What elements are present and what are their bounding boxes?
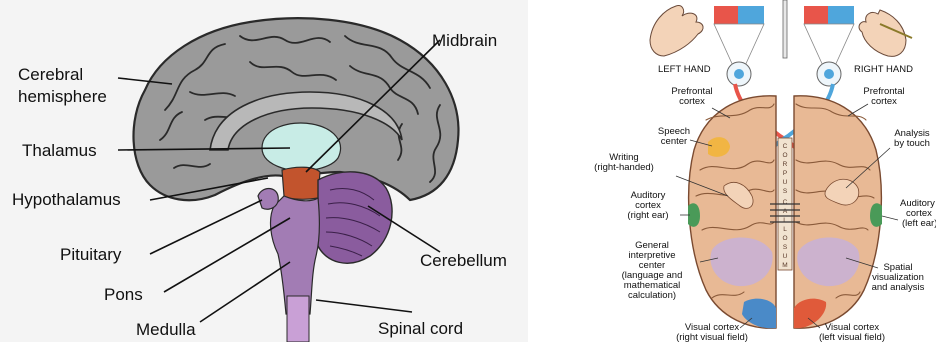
sagittal-brain-diagram: Cerebral hemisphere Thalamus Hypothalamu…	[0, 0, 528, 342]
right-visual-cone	[804, 24, 854, 68]
label-auditory-right-3: (left ear)	[902, 218, 936, 229]
label-right-hand: RIGHT HAND	[854, 64, 913, 75]
label-spinal-cord: Spinal cord	[378, 319, 463, 338]
svg-text:S: S	[783, 188, 788, 195]
left-iris-icon	[734, 69, 744, 79]
svg-text:L: L	[783, 217, 787, 224]
auditory-right-region	[870, 203, 882, 227]
svg-text:R: R	[783, 161, 788, 168]
spinal-cord-shape	[287, 296, 309, 342]
right-iris-icon	[824, 69, 834, 79]
right-visual-block-blue	[828, 6, 854, 24]
label-thalamus: Thalamus	[22, 141, 97, 160]
svg-text:O: O	[782, 235, 787, 242]
label-cerebellum: Cerebellum	[420, 251, 507, 270]
label-hypothalamus: Hypothalamus	[12, 190, 121, 209]
label-speech-2: center	[661, 136, 687, 147]
svg-text:M: M	[782, 262, 787, 269]
svg-text:C: C	[783, 143, 788, 150]
svg-text:O: O	[782, 152, 787, 159]
label-visual-left-2: (right visual field)	[676, 332, 748, 342]
label-left-hand: LEFT HAND	[658, 64, 711, 75]
left-visual-cone	[714, 24, 764, 68]
thalamus-shape	[262, 123, 340, 171]
label-pons: Pons	[104, 285, 143, 304]
svg-text:S: S	[783, 244, 788, 251]
label-pituitary: Pituitary	[60, 245, 122, 264]
label-hemisphere: hemisphere	[18, 87, 107, 106]
label-general-6: calculation)	[628, 290, 676, 301]
visual-divider	[783, 0, 787, 58]
svg-text:L: L	[783, 226, 787, 233]
left-visual-block-red	[714, 6, 738, 24]
right-hemisphere-shape	[794, 96, 881, 328]
label-analysis-2: by touch	[894, 138, 930, 149]
right-visual-block-red	[804, 6, 828, 24]
left-hemisphere-shape	[689, 96, 776, 328]
label-prefrontal-right-2: cortex	[871, 96, 897, 107]
svg-text:U: U	[783, 179, 788, 186]
label-spatial-3: and analysis	[872, 282, 925, 293]
label-midbrain: Midbrain	[432, 31, 497, 50]
label-cerebral: Cerebral	[18, 65, 83, 84]
label-writing-2: (right-handed)	[594, 162, 654, 173]
svg-text:A: A	[783, 208, 788, 215]
svg-text:U: U	[783, 253, 788, 260]
svg-text:C: C	[783, 199, 788, 206]
label-auditory-left-3: (right ear)	[627, 210, 668, 221]
left-visual-block-blue	[738, 6, 764, 24]
svg-text:P: P	[783, 170, 787, 177]
midbrain-shape	[282, 167, 320, 199]
left-hand-icon	[650, 6, 703, 56]
label-medulla: Medulla	[136, 320, 196, 339]
label-visual-right-2: (left visual field)	[819, 332, 885, 342]
split-brain-diagram: C O R P U S C A L L O S U M	[594, 0, 936, 342]
label-prefrontal-left-2: cortex	[679, 96, 705, 107]
pituitary-shape	[258, 189, 278, 210]
